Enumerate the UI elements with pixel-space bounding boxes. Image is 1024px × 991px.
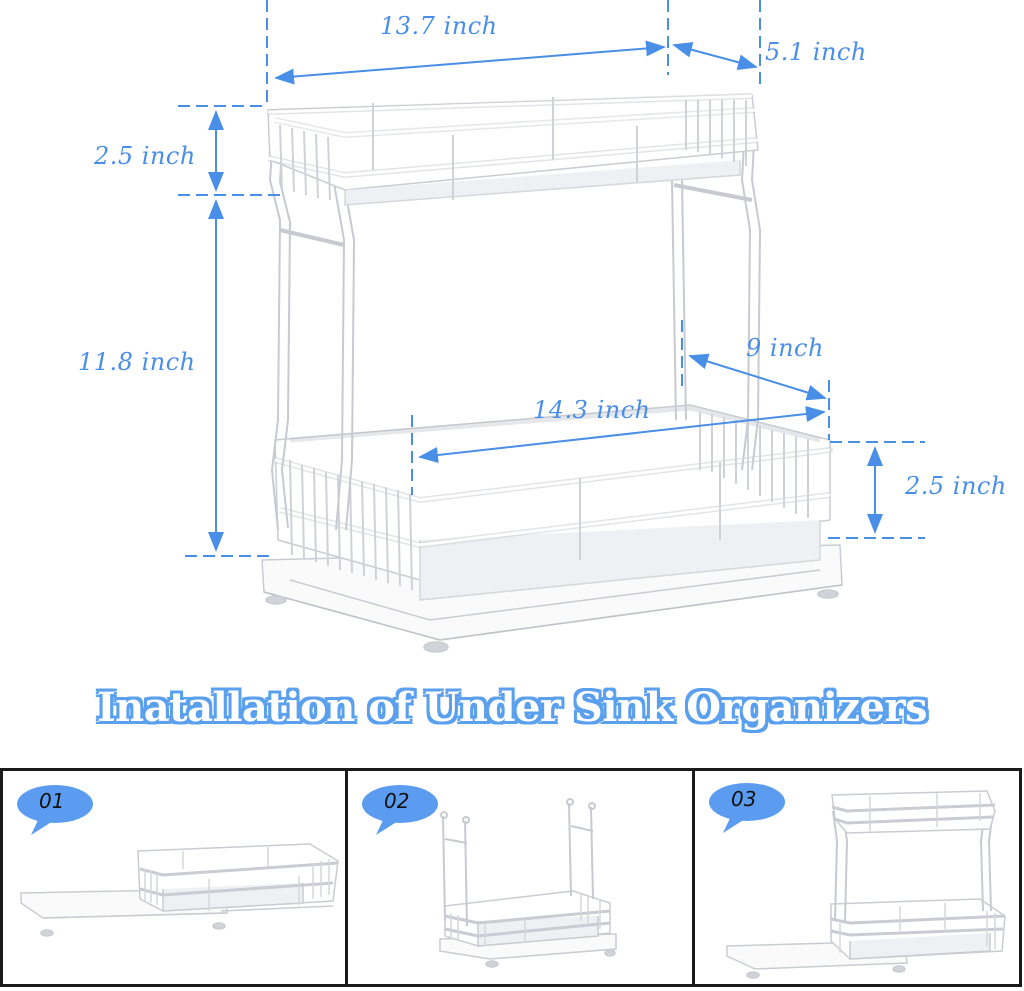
step-03-illustration [709, 783, 1006, 979]
step-number-02: 02 [384, 789, 410, 813]
dimension-top-basket-height: 2.5 inch [94, 142, 196, 170]
product-dimension-diagram [178, 0, 925, 653]
dimension-bottom-depth: 9 inch [746, 334, 824, 362]
step-panel-03: 03 [692, 768, 1022, 987]
installation-steps: 01 [0, 768, 1024, 991]
rack-illustration [261, 93, 843, 653]
step-number-01: 01 [39, 789, 65, 813]
dimension-top-length: 13.7 inch [380, 12, 498, 40]
speech-bubble-icon [362, 785, 438, 835]
installation-headline: Inatallation of Under Sink Organizers [96, 684, 928, 731]
dimension-top-depth: 5.1 inch [765, 38, 867, 66]
step-02-illustration [362, 785, 617, 968]
dimension-bottom-basket-height: 2.5 inch [905, 472, 1007, 500]
step-01-illustration [17, 785, 339, 937]
speech-bubble-icon [17, 785, 93, 835]
step-panel-01: 01 [0, 768, 348, 987]
dimension-bottom-length: 14.3 inch [533, 396, 651, 424]
step-panel-02: 02 [345, 768, 695, 987]
speech-bubble-icon [709, 783, 785, 833]
dimension-lines [178, 0, 925, 557]
step-number-03: 03 [731, 787, 757, 811]
dimension-shelf-gap-height: 11.8 inch [78, 348, 196, 376]
